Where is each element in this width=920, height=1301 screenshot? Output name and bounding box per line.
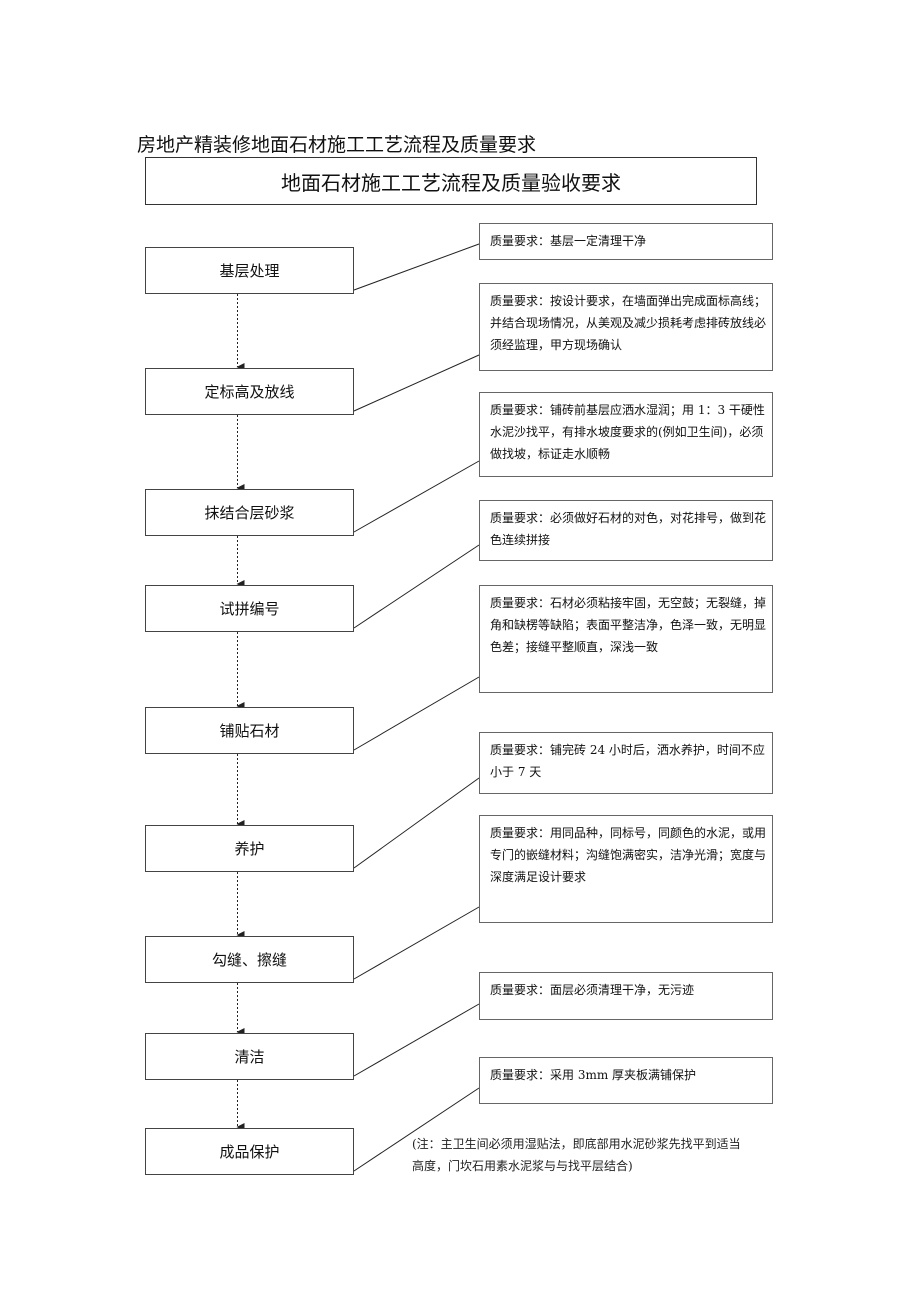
process-step: 基层处理 <box>145 247 354 294</box>
quality-requirement: 质量要求：铺完砖 24 小时后，洒水养护，时间不应小于 7 天 <box>479 732 773 794</box>
flowchart-title: 地面石材施工工艺流程及质量验收要求 <box>145 157 757 205</box>
quality-requirement: 质量要求：基层一定清理干净 <box>479 223 773 260</box>
process-step: 勾缝、擦缝 <box>145 936 354 983</box>
quality-requirement: 质量要求：采用 3mm 厚夹板满铺保护 <box>479 1057 773 1104</box>
process-step: 成品保护 <box>145 1128 354 1175</box>
step-requirement-link <box>353 243 480 291</box>
quality-requirement: 质量要求：石材必须粘接牢固，无空鼓；无裂缝，掉角和缺楞等缺陷；表面平整洁净，色泽… <box>479 585 773 693</box>
quality-requirement: 质量要求：铺砖前基层应洒水湿润；用 1：3 干硬性水泥沙找平，有排水坡度要求的(… <box>479 392 773 477</box>
document-title: 房地产精装修地面石材施工工艺流程及质量要求 <box>137 134 537 156</box>
step-requirement-link <box>353 777 480 869</box>
process-step: 养护 <box>145 825 354 872</box>
step-requirement-link <box>353 906 480 980</box>
step-requirement-link <box>353 460 480 533</box>
step-requirement-link <box>353 1087 480 1172</box>
process-step: 铺贴石材 <box>145 707 354 754</box>
step-requirement-link <box>353 354 480 412</box>
process-step: 抹结合层砂浆 <box>145 489 354 536</box>
quality-requirement: 质量要求：按设计要求，在墙面弹出完成面标高线；并结合现场情况，从美观及减少损耗考… <box>479 283 773 371</box>
step-requirement-link <box>353 544 480 629</box>
process-step: 试拼编号 <box>145 585 354 632</box>
step-requirement-link <box>353 1003 480 1077</box>
quality-requirement: 质量要求：面层必须清理干净，无污迹 <box>479 972 773 1020</box>
step-requirement-link <box>353 676 480 751</box>
process-step: 定标高及放线 <box>145 368 354 415</box>
quality-requirement: 质量要求：用同品种，同标号，同颜色的水泥，或用专门的嵌缝材料；沟缝饱满密实，洁净… <box>479 815 773 923</box>
footnote: (注：主卫生间必须用湿贴法，即底部用水泥砂浆先找平到适当高度，门坎石用素水泥浆与… <box>412 1137 741 1173</box>
quality-requirement: 质量要求：必须做好石材的对色，对花排号，做到花色连续拼接 <box>479 500 773 561</box>
process-step: 清洁 <box>145 1033 354 1080</box>
